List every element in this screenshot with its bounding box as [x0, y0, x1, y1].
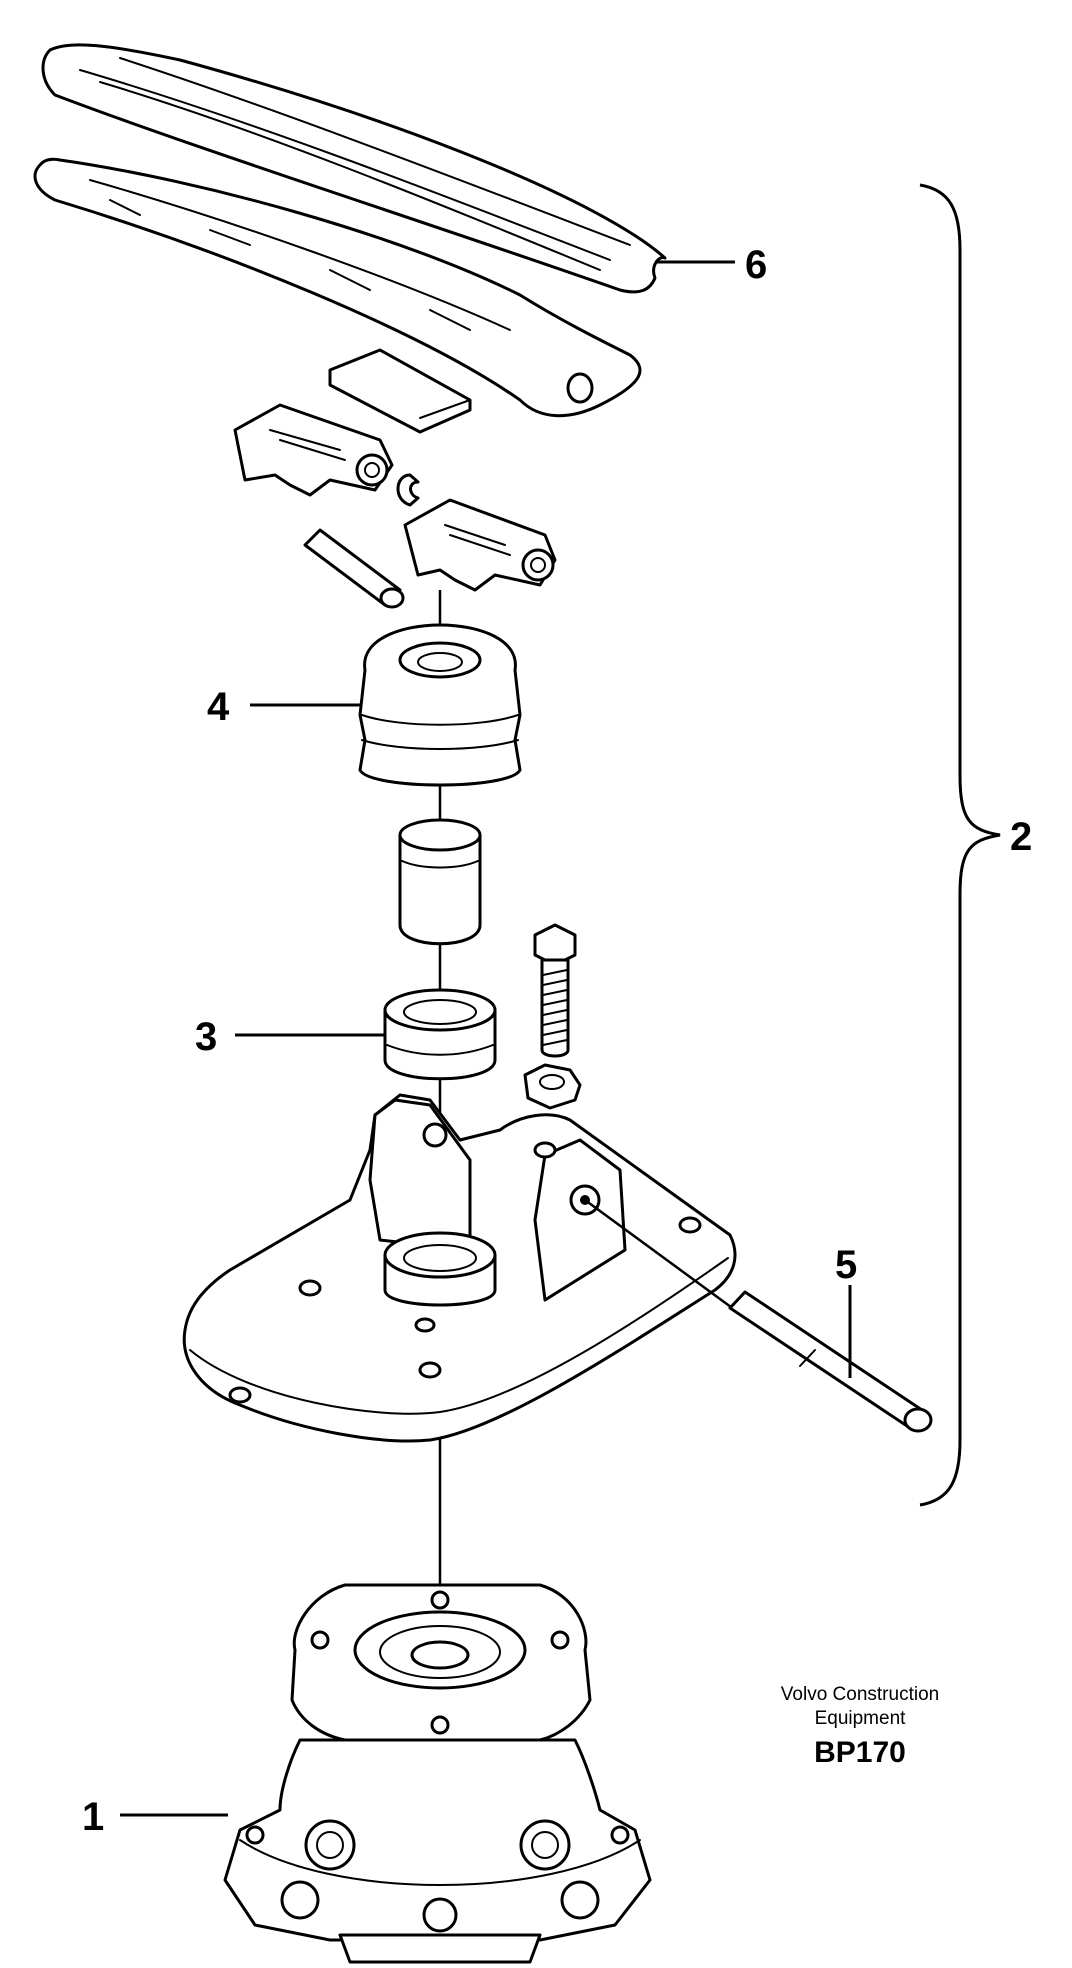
assembly-brace	[919, 183, 1001, 1507]
mounting-bracket-part	[182, 1093, 737, 1443]
drawing-code: BP170	[814, 1736, 906, 1769]
callout-5: 5	[835, 1243, 857, 1287]
callout-4: 4	[207, 685, 230, 729]
pin-part	[303, 528, 405, 609]
seal-ring-part	[383, 988, 497, 1081]
credit-line-1: Volvo Construction	[781, 1684, 939, 1705]
credit-line-2: Equipment	[815, 1708, 907, 1729]
clip-part	[396, 473, 420, 507]
callout-1: 1	[82, 1795, 104, 1839]
rubber-boot-part	[358, 623, 522, 787]
nut-part	[523, 1063, 582, 1110]
brake-valve-part	[223, 1583, 652, 1964]
callout-6: 6	[745, 243, 767, 287]
shaft-axis	[584, 1198, 736, 1312]
bolt-part	[533, 923, 577, 1058]
wear-plate-part	[328, 348, 472, 434]
pedal-part	[33, 43, 667, 418]
callout-2: 2	[1010, 815, 1032, 859]
callout-3: 3	[195, 1015, 217, 1059]
shaft-part	[728, 1290, 933, 1433]
plunger-part	[398, 818, 482, 946]
hinge-block-right-part	[403, 498, 557, 592]
hinge-block-left-part	[233, 403, 394, 497]
